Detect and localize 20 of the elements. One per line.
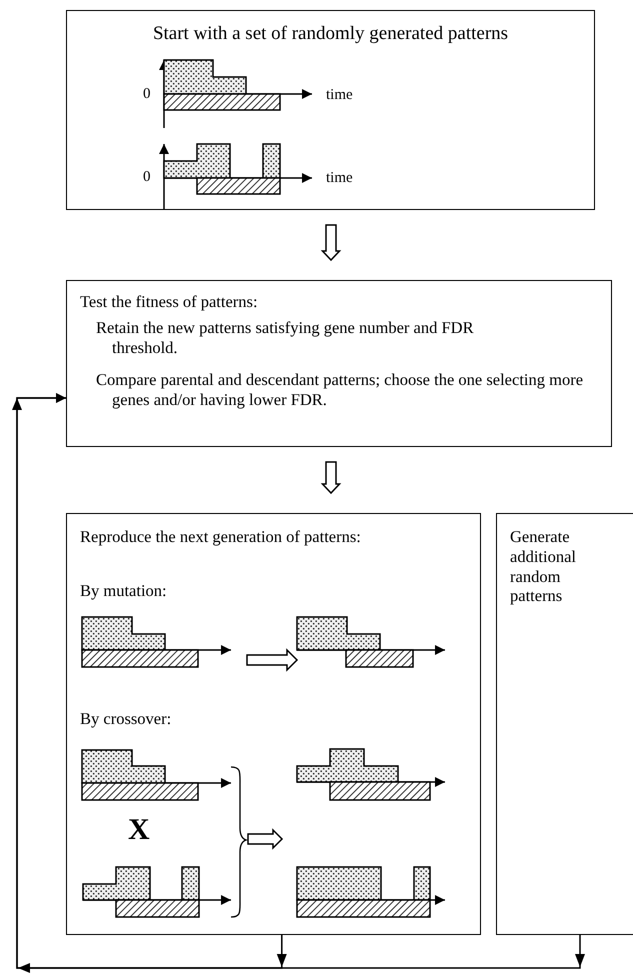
box-heading: Generate additional random patterns	[510, 527, 577, 606]
crossover-symbol: X	[128, 813, 150, 847]
box-text: By mutation:	[80, 581, 168, 601]
axis-origin-label: 0	[143, 169, 150, 186]
box-text: Retain the new patterns satisfying gene number and FDR threshold.	[96, 318, 475, 358]
process-box	[496, 513, 633, 935]
process-box	[66, 280, 612, 447]
flow-arrow	[320, 461, 342, 494]
process-box	[66, 513, 481, 935]
process-box	[66, 10, 595, 210]
box-text: By crossover:	[80, 709, 172, 729]
box-heading: Reproduce the next generation of patterns:	[80, 527, 362, 547]
box-heading: Test the fitness of patterns:	[80, 292, 259, 312]
axis-label: time	[326, 170, 353, 187]
axis-label: time	[326, 87, 353, 104]
box-text: Compare parental and descendant patterns; choose the one selecting more genes and/or having lower FDR.	[96, 370, 584, 410]
feedback-arrow	[16, 393, 581, 969]
box-heading: Start with a set of randomly generated patterns	[152, 23, 510, 46]
axis-origin-label: 0	[143, 86, 150, 103]
flow-arrow	[320, 224, 342, 262]
